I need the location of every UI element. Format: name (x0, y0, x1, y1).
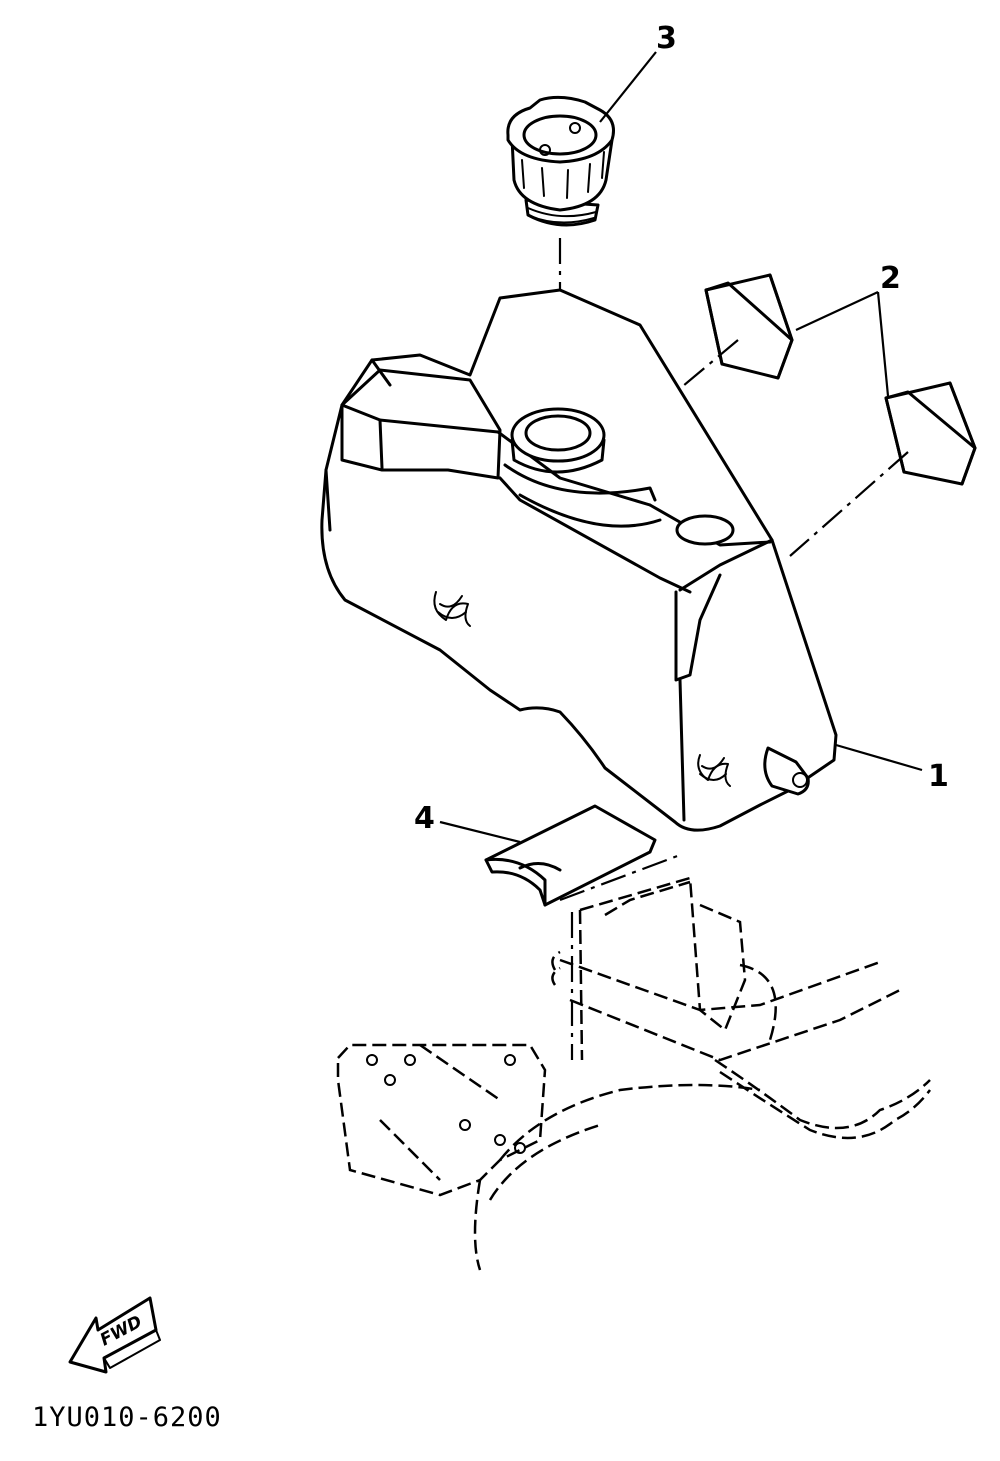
frame-phantom (336, 853, 931, 1271)
callout-part-2: 2 (880, 261, 901, 296)
damper-upper (704, 273, 794, 380)
diagram-code: 1YU010-6200 (32, 1402, 222, 1433)
damper-lower-centerline (789, 451, 909, 557)
tank-logo-left-icon (433, 591, 471, 627)
leader-3 (599, 51, 657, 123)
damper-lower (884, 381, 977, 486)
leader-2-lower (876, 291, 890, 397)
tank-logo-right-icon (697, 754, 731, 787)
tank-protector (484, 804, 657, 907)
damper-upper-centerline (627, 339, 739, 433)
leader-1 (835, 743, 923, 772)
fuel-tank (320, 288, 838, 832)
callout-part-3: 3 (656, 21, 677, 56)
callout-part-1: 1 (928, 759, 949, 794)
fwd-arrow-icon: FWD (68, 1296, 161, 1374)
leader-2-upper (795, 291, 879, 331)
callout-part-4: 4 (414, 801, 435, 836)
fuel-cap (506, 95, 615, 227)
leader-4 (439, 820, 521, 844)
